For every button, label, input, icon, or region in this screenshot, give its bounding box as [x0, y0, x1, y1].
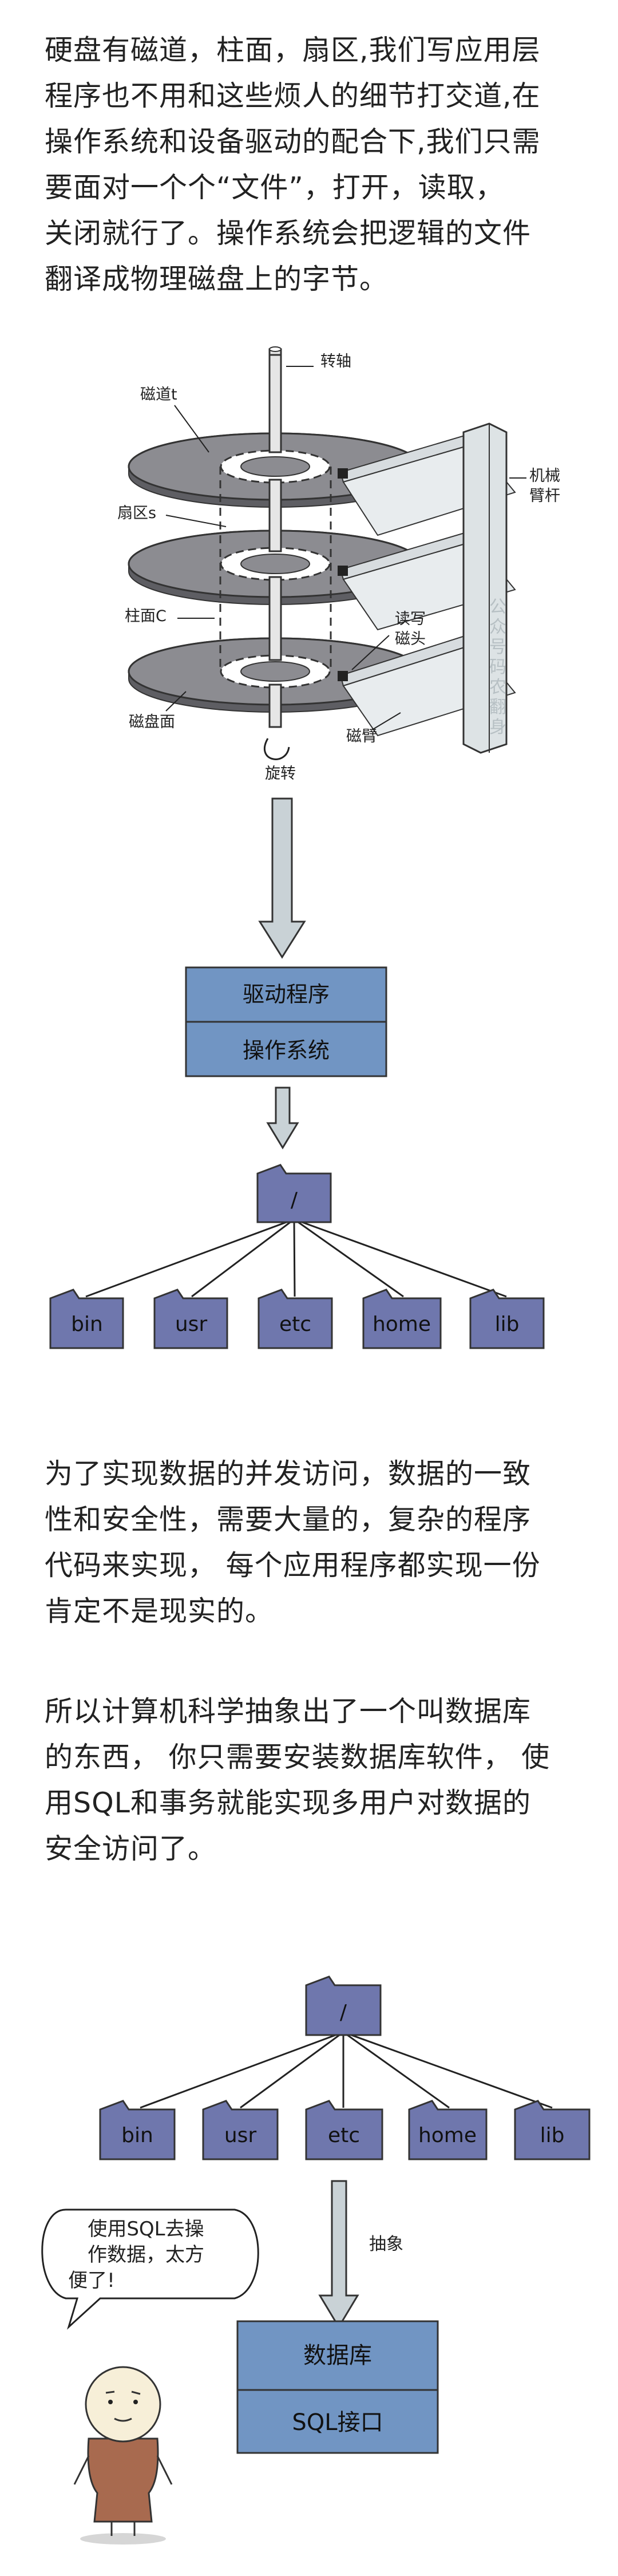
text-line: 用SQL和事务就能实现多用户对数据的 [45, 1787, 531, 1819]
abstraction-label: 抽象 [369, 2234, 403, 2254]
rotation-arrow [263, 738, 290, 760]
filesystem-tree: / bin usr etc home lib [99, 1976, 591, 2160]
paragraph-concurrency: 为了实现数据的并发访问，数据的一致 性和安全性，需要大量的，复杂的程序 代码来实… [45, 1451, 571, 1634]
disk-to-filesystem-illustration: 公 众 号 码 农 翻 身 磁道t 转轴 扇区s 柱面C 磁盘面 [49, 346, 560, 1349]
label-head-2: 磁头 [395, 630, 426, 648]
watermark-char: 翻 [489, 697, 506, 717]
watermark-char: 码 [489, 657, 506, 677]
down-arrow-icon [266, 1086, 299, 1149]
driver-os-stack: 驱动程序 操作系统 [185, 966, 387, 1077]
folder-root: / [256, 1164, 332, 1223]
svg-text:lib: lib [540, 2124, 565, 2147]
cartoon-character [73, 2366, 173, 2545]
svg-text:/: / [291, 1188, 298, 1212]
label-rotation: 旋转 [265, 765, 296, 783]
folder-root: / [305, 1976, 382, 2036]
svg-text:usr: usr [175, 1313, 208, 1336]
filesystem-tree: / bin usr etc home lib [49, 1164, 545, 1349]
svg-text:home: home [418, 2124, 477, 2147]
paragraph-database: 所以计算机科学抽象出了一个叫数据库 的东西， 你只需要安装数据库软件， 使 用S… [45, 1689, 571, 1872]
abstraction-arrow-icon [318, 2180, 359, 2329]
text-line: 安全访问了。 [45, 1832, 217, 1865]
label-arm-actuator-2: 臂杆 [529, 487, 560, 505]
folder-etc: etc [305, 2100, 383, 2160]
watermark-char: 众 [489, 617, 506, 637]
text-line: 翻译成物理磁盘上的字节。 [45, 263, 389, 295]
os-label: 操作系统 [243, 1038, 330, 1063]
folder-bin: bin [49, 1289, 124, 1349]
label-arm-actuator-1: 机械 [529, 467, 560, 485]
text-line: 程序也不用和这些烦人的细节打交道,在 [45, 80, 541, 112]
paragraph-disk-intro: 硬盘有磁道，柱面，扇区,我们写应用层 程序也不用和这些烦人的细节打交道,在 操作… [45, 27, 571, 302]
text-line: 为了实现数据的并发访问，数据的一致 [45, 1457, 532, 1490]
database-label: 数据库 [303, 2342, 372, 2369]
speech-line: 便了! [68, 2269, 115, 2292]
svg-text:home: home [373, 1313, 431, 1336]
svg-text:/: / [340, 2001, 347, 2024]
folder-etc: etc [258, 1289, 333, 1349]
text-line: 要面对一个个“文件”，打开，读取， [45, 171, 504, 204]
text-line: 的东西， 你只需要安装数据库软件， 使 [45, 1741, 550, 1773]
label-cylinder: 柱面C [125, 607, 167, 625]
folder-bin: bin [99, 2100, 176, 2160]
speech-line: 使用SQL去操 [88, 2218, 204, 2241]
folder-usr: usr [153, 1289, 228, 1349]
label-head-1: 读写 [395, 610, 426, 628]
folder-home: home [408, 2100, 488, 2160]
database-box: 数据库 SQL接口 [236, 2320, 439, 2454]
svg-text:lib: lib [495, 1313, 520, 1336]
svg-text:etc: etc [328, 2124, 360, 2147]
text-line: 操作系统和设备驱动的配合下,我们只需 [45, 125, 541, 158]
folder-usr: usr [202, 2100, 279, 2160]
database-abstraction-illustration: / bin usr etc home lib [41, 1976, 591, 2545]
hard-disk-diagram: 公 众 号 码 农 翻 身 磁道t 转轴 扇区s 柱面C 磁盘面 [117, 346, 560, 783]
text-line: 代码来实现， 每个应用程序都实现一份 [45, 1549, 541, 1582]
label-track: 磁道t [140, 386, 177, 404]
text-line: 硬盘有磁道，柱面，扇区,我们写应用层 [45, 34, 541, 66]
label-arm: 磁臂 [346, 728, 377, 745]
speech-bubble: 使用SQL去操 作数据，太方 便了! [41, 2208, 259, 2330]
svg-text:bin: bin [121, 2124, 153, 2147]
text-line: 肯定不是现实的。 [45, 1595, 274, 1627]
text-line: 关闭就行了。操作系统会把逻辑的文件 [45, 217, 532, 250]
svg-text:bin: bin [71, 1313, 103, 1336]
text-line: 所以计算机科学抽象出了一个叫数据库 [45, 1695, 532, 1728]
watermark-char: 农 [489, 677, 506, 697]
watermark-vertical: 公 众 号 码 农 翻 身 [489, 597, 506, 737]
watermark-char: 身 [489, 717, 506, 737]
text-line: 性和安全性，需要大量的，复杂的程序 [45, 1503, 532, 1536]
driver-label: 驱动程序 [243, 982, 330, 1007]
label-spindle: 转轴 [320, 353, 351, 370]
speech-line: 作数据，太方 [88, 2243, 204, 2266]
label-platter: 磁盘面 [129, 713, 175, 731]
svg-text:usr: usr [224, 2124, 257, 2147]
down-arrow-icon [258, 797, 306, 959]
sql-interface-label: SQL接口 [292, 2409, 383, 2436]
svg-text:etc: etc [279, 1313, 311, 1336]
watermark-char: 号 [489, 637, 506, 657]
watermark-char: 公 [489, 597, 506, 617]
label-sector: 扇区s [117, 504, 156, 522]
folder-lib: lib [469, 1289, 545, 1349]
folder-lib: lib [514, 2100, 591, 2160]
folder-home: home [362, 1289, 442, 1349]
